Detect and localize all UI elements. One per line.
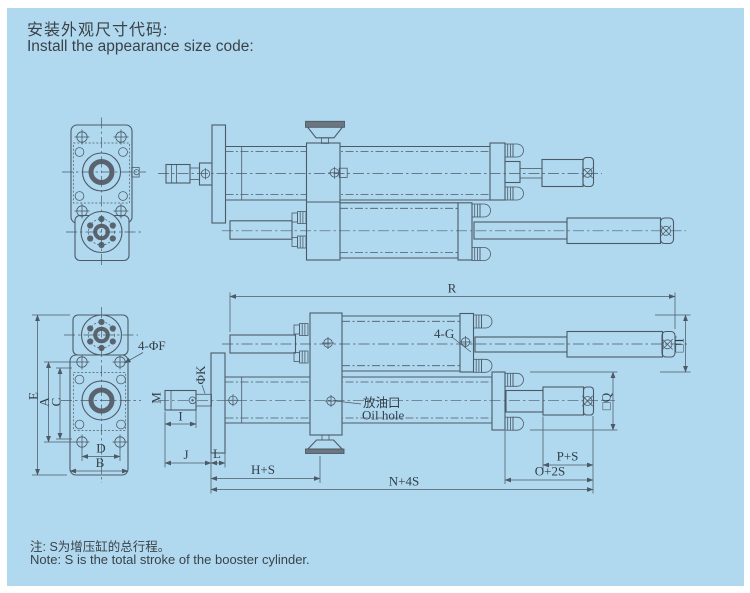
oil-hole-label-cn: 放油口 [363,395,401,410]
dim-label-j: J [183,447,188,462]
oil-hole-label-en: Oil hole [362,408,404,423]
dim-label-c: C [49,398,64,407]
dim-label-t: □T [672,337,687,353]
dim-label-d: D [96,441,105,456]
dim-label-rod-diameter: ΦK [193,365,208,385]
dim-label-n4s: N+4S [389,474,419,489]
footnote-english: Note: S is the total stroke of the boost… [30,552,310,567]
page-title-english: Install the appearance size code: [27,38,254,55]
cylinder-side-view-dimensioned: 4-G 放油口 Oil hole M ΦK R □T [149,281,691,494]
cylinder-side-view-upper [158,120,686,261]
dim-label-o2s: O+2S [535,464,565,479]
footnote-chinese: 注: S为增压缸的总行程。 [30,540,171,554]
dim-label-bolt-holes: 4-ΦF [138,338,166,353]
dim-label-l: L [213,446,221,461]
dim-label-ports: 4-G [434,326,454,341]
dim-label-e: E [26,392,41,400]
dim-label-q: □Q [599,392,614,410]
flange-front-view-dimensioned: E A C D B 4-ΦF [26,307,166,483]
dim-label-rod-thread: M [149,392,164,404]
dim-label-a: A [37,397,52,407]
dim-label-r: R [448,281,457,296]
dim-label-ps: P+S [557,449,579,464]
oil-cup-top [305,120,345,144]
dim-label-i: I [178,409,182,424]
dim-label-hs: H+S [251,462,275,477]
dim-label-b: B [96,455,105,470]
oil-cup-bottom [305,434,345,454]
flange-front-view-upper [62,117,146,267]
page-title-chinese: 安装外观尺寸代码: [27,22,169,39]
